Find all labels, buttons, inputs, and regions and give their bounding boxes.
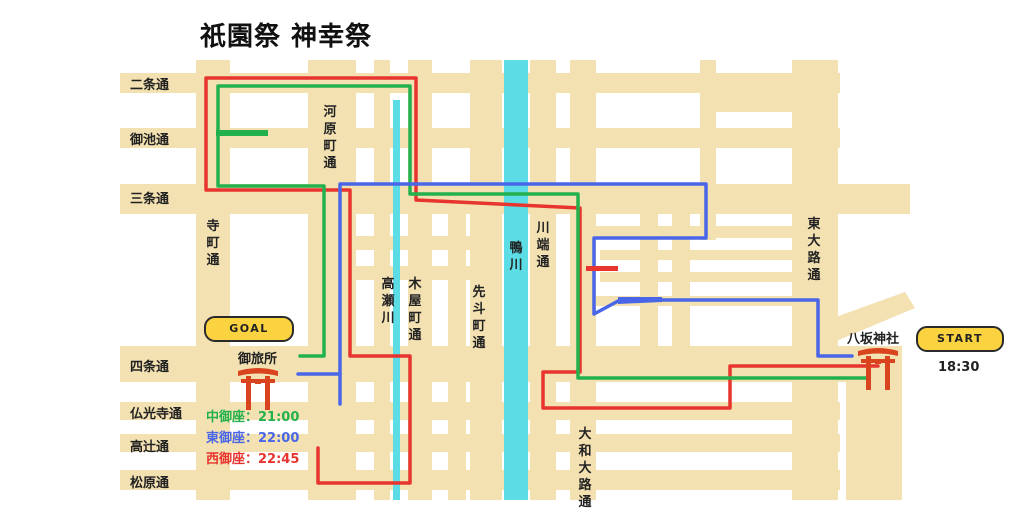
road-east-3 — [600, 272, 800, 282]
route-naka — [216, 84, 868, 380]
road-kiyamachi — [408, 60, 432, 500]
map-title: 祇園祭 神幸祭 — [200, 22, 373, 52]
street-label-nijo: 二条通 — [130, 78, 170, 93]
road-yasaka-front — [846, 346, 902, 500]
legend-naka: 中御座：21:00 — [206, 410, 300, 425]
road-pontocho-lane — [448, 200, 466, 500]
street-label-takatsuji: 高辻通 — [130, 440, 170, 455]
street-label-matsubara: 松原通 — [130, 476, 170, 491]
road-east-lane-2 — [672, 200, 690, 380]
routes — [204, 76, 880, 485]
nishi-marker — [586, 266, 618, 271]
street-label-oike: 御池通 — [130, 133, 170, 148]
route-higashi — [338, 182, 854, 406]
road-kiyamachi-west — [374, 60, 390, 500]
road-higashioji — [792, 60, 838, 500]
road-east-block — [712, 90, 812, 112]
road-kawabata — [530, 60, 556, 500]
torii-icon — [238, 368, 278, 410]
road-kawaramachi — [308, 60, 356, 500]
road-yamato — [570, 60, 596, 500]
street-label-pontocho: 先斗町通 — [472, 285, 486, 351]
route-nishi — [204, 76, 880, 485]
street-label-teramachi: 寺町通 — [206, 219, 220, 268]
legend-higashi: 東御座：22:00 — [206, 431, 300, 446]
street-label-yamato: 大和大路通 — [578, 427, 592, 510]
naka-marker — [216, 130, 268, 136]
street-label-kawaramachi: 河原町通 — [323, 105, 337, 171]
road-east-lane-3 — [700, 60, 716, 240]
road-pontocho — [470, 60, 502, 500]
street-label-kamogawa: 鴨川 — [509, 241, 523, 273]
route-markers — [216, 130, 662, 304]
road-diagonal — [800, 292, 915, 350]
road-east-lane-1 — [640, 200, 658, 380]
street-label-takasegawa: 高瀬川 — [381, 277, 395, 326]
road-east-2 — [600, 250, 800, 260]
goal-badge: GOAL — [204, 316, 294, 342]
street-label-sanjo: 三条通 — [130, 192, 170, 207]
kamogawa-river — [504, 60, 528, 500]
place-label-yasaka: 八坂神社 — [847, 332, 900, 347]
start-badge: START — [916, 326, 1004, 352]
road-east-1 — [590, 226, 795, 238]
street-label-kiyamachi: 木屋町通 — [408, 277, 422, 343]
street-label-higashioji: 東大路通 — [807, 217, 821, 283]
torii-icon — [858, 348, 898, 390]
legend-nishi: 西御座：22:45 — [206, 452, 300, 467]
start-time: 18:30 — [938, 360, 980, 375]
place-label-otabisho: 御旅所 — [238, 352, 278, 367]
rivers — [393, 60, 528, 500]
street-label-shijo: 四条通 — [130, 360, 170, 375]
higashi-marker — [618, 297, 662, 304]
street-label-bukkoji: 仏光寺通 — [130, 407, 183, 422]
takasegawa-river — [393, 100, 400, 500]
street-label-kawabata: 川端通 — [536, 221, 550, 270]
